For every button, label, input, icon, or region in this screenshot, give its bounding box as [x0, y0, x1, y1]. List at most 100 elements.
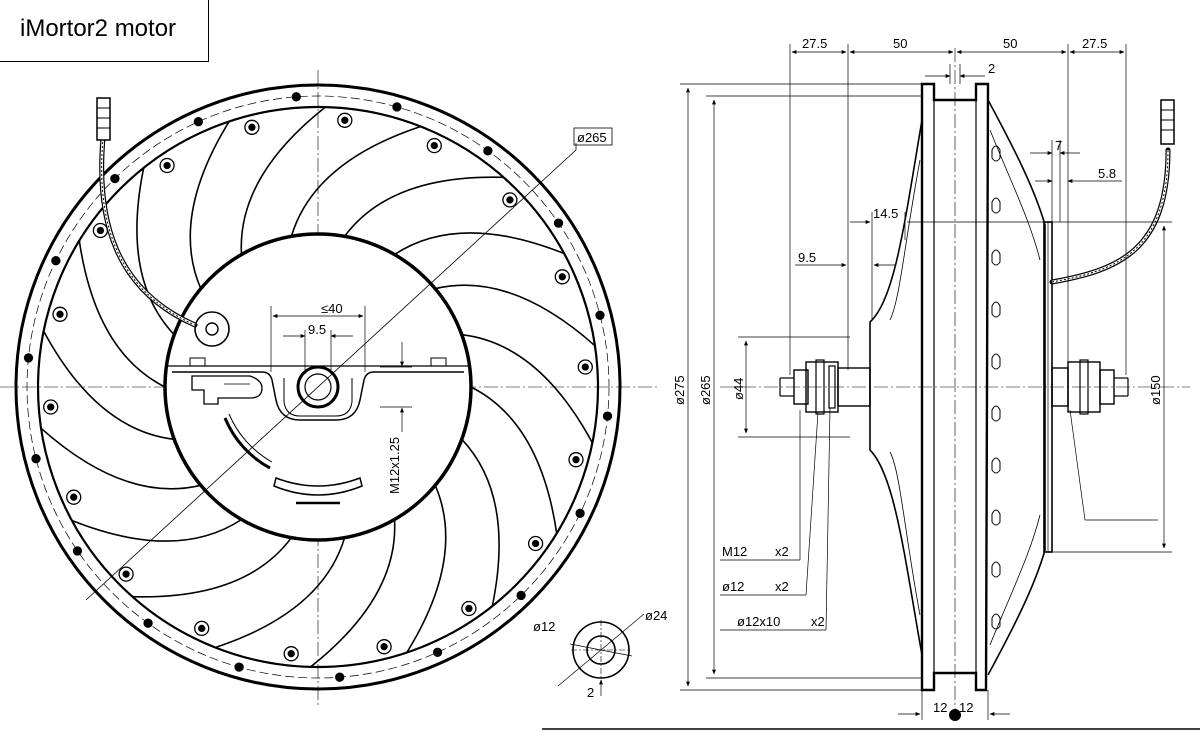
- cooling-fin: [991, 145, 1001, 162]
- spoke-nut-center: [96, 226, 105, 235]
- dim-top-1: 27.5: [802, 36, 827, 51]
- part-3-qty: x2: [811, 614, 825, 629]
- part-2-name: ø12: [722, 579, 744, 594]
- dim-14-5-label: 14.5: [873, 206, 898, 221]
- rim-bolt: [335, 672, 345, 682]
- spoke: [240, 106, 326, 255]
- cooling-fin: [991, 457, 1001, 474]
- dim-5-8-label: 5.8: [1098, 166, 1116, 181]
- spoke-nut-center: [70, 493, 78, 501]
- spoke-nut-center: [531, 539, 540, 548]
- front-view: [0, 70, 660, 705]
- rim-bolt: [23, 353, 34, 363]
- spoke: [470, 386, 558, 534]
- spoke-nut-center: [572, 456, 580, 464]
- side-cable-connector: [1160, 99, 1175, 145]
- cable-connector: [96, 97, 111, 141]
- spoke-nut-center: [56, 310, 64, 318]
- part-3-name: ø12x10: [737, 614, 780, 629]
- part-2-qty: x2: [775, 579, 789, 594]
- spoke: [461, 438, 500, 607]
- shell-right: [987, 99, 1046, 676]
- spokes: [40, 106, 596, 668]
- dim-7-label: 7: [1055, 138, 1062, 153]
- drawing-title: iMortor2 motor: [20, 15, 177, 42]
- spoke-nut-center: [341, 116, 349, 124]
- cooling-fin: [991, 613, 1001, 630]
- spoke: [394, 232, 565, 256]
- spoke: [310, 519, 396, 668]
- rim-hole-circle: [26, 95, 610, 679]
- cable: [99, 135, 198, 328]
- outer-diameter-label: ø275: [672, 375, 687, 405]
- cable-entry-port: [194, 311, 230, 347]
- spoke-nut-center: [581, 363, 589, 371]
- shell-left: [869, 119, 923, 656]
- flange-diameter-label: ø150: [1148, 375, 1163, 405]
- spoke: [78, 240, 166, 388]
- rim-bolt: [575, 508, 585, 518]
- spoke-nut-center: [287, 650, 295, 658]
- spoke-nut-center: [163, 161, 171, 170]
- cooling-fin: [991, 509, 1001, 526]
- side-view: [542, 44, 1200, 730]
- rim-outer: [14, 83, 622, 691]
- spoke: [132, 537, 293, 598]
- cooling-fin: [991, 353, 1001, 370]
- washer-inner-label: ø12: [533, 619, 555, 634]
- dim-top-3: 50: [1003, 36, 1017, 51]
- rim-bolt: [392, 102, 402, 112]
- dim-top-4: 27.5: [1082, 36, 1107, 51]
- spoke-nut-center: [47, 403, 55, 411]
- spoke: [189, 120, 230, 290]
- spoke: [215, 537, 346, 649]
- spoke-nut-center: [122, 570, 130, 578]
- cooling-fin: [991, 301, 1001, 318]
- cooling-fin: [991, 249, 1001, 266]
- flat-width-label: 9.5: [308, 322, 326, 337]
- spoke: [290, 125, 421, 237]
- bottom-dim-right: 12: [959, 700, 973, 715]
- spoke-nut-center: [198, 624, 206, 633]
- center-gap-label: 2: [988, 61, 995, 76]
- spoke-nut-center: [558, 273, 566, 281]
- lower-slot: [273, 476, 363, 496]
- thread-label: M12x1.25: [387, 437, 402, 494]
- rim-bolt: [483, 146, 493, 156]
- rim-bolt: [602, 411, 613, 421]
- spoke-nut-center: [248, 123, 256, 131]
- rim-bolt: [516, 590, 526, 601]
- spoke: [461, 333, 594, 444]
- spoke: [406, 484, 447, 654]
- part-1-qty: x2: [775, 544, 789, 559]
- part-1-name: M12: [722, 544, 747, 559]
- cooling-fin: [991, 561, 1001, 578]
- rim-diameter-label: ø265: [577, 130, 607, 145]
- bottom-dim-left: 12: [933, 700, 947, 715]
- side-rim-diameter-label: ø265: [698, 375, 713, 405]
- rim-bolt: [432, 647, 443, 657]
- spoke: [136, 167, 175, 336]
- rim-bolt: [51, 256, 61, 266]
- spoke: [343, 176, 504, 237]
- cooling-fin: [991, 197, 1001, 214]
- rim-inner: [36, 105, 600, 669]
- spoke-nut-center: [465, 604, 473, 613]
- spoke-nut-center: [380, 643, 388, 651]
- title-box: iMortor2 motor: [0, 0, 209, 62]
- washer-thickness-label: 2: [587, 685, 594, 700]
- spoke: [435, 284, 596, 347]
- spoke: [40, 427, 201, 490]
- spoke-nut-center: [506, 196, 514, 204]
- rim-bolt: [595, 310, 605, 320]
- rim-bolt: [143, 618, 153, 628]
- max-width-label: ≤40: [321, 301, 343, 316]
- axle: [296, 365, 340, 409]
- dim-9-5-label: 9.5: [798, 250, 816, 265]
- spoke: [42, 330, 175, 441]
- rim-bolt: [193, 117, 204, 127]
- key-slot: [191, 375, 263, 405]
- rim-bolt: [291, 92, 301, 102]
- rim-bolt: [31, 454, 41, 464]
